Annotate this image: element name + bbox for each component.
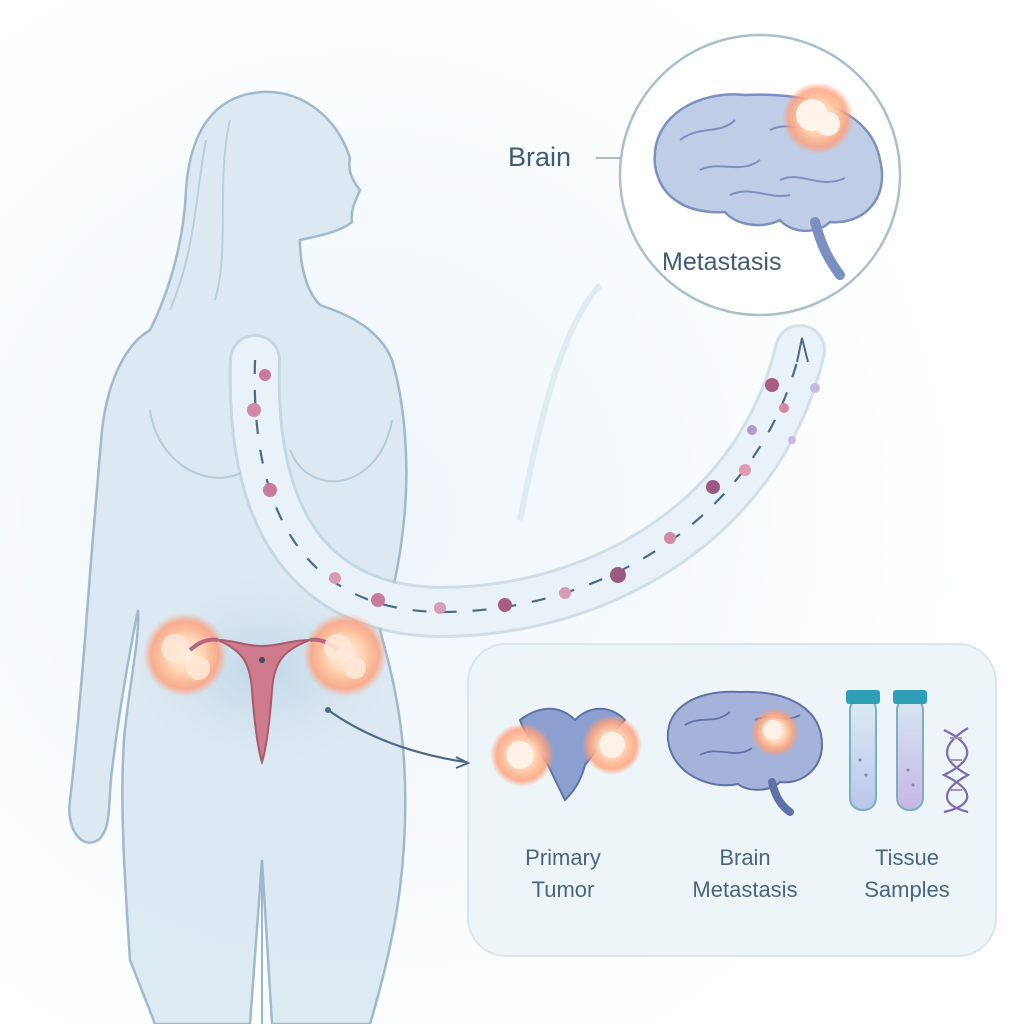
metastasis-label: Metastasis bbox=[662, 248, 782, 276]
caption-brain-metastasis: Brain Metastasis bbox=[660, 842, 830, 906]
dna-icon bbox=[941, 727, 971, 814]
circulating-tumor-cells bbox=[247, 369, 820, 614]
caption-line: Metastasis bbox=[692, 877, 798, 902]
blood-vessel bbox=[228, 324, 826, 639]
caption-primary-tumor: Primary Tumor bbox=[478, 842, 648, 906]
brain-callout bbox=[517, 33, 902, 521]
caption-tissue-samples: Tissue Samples bbox=[822, 842, 992, 906]
caption-line: Samples bbox=[864, 877, 950, 902]
caption-line: Tissue bbox=[875, 845, 939, 870]
brain-metastasis-icon bbox=[666, 690, 824, 816]
brain-label: Brain bbox=[508, 142, 572, 172]
female-body-silhouette bbox=[68, 90, 408, 1024]
caption-line: Brain bbox=[719, 845, 771, 870]
test-tube-icon bbox=[846, 690, 927, 811]
sample-panel bbox=[325, 643, 997, 957]
caption-line: Primary bbox=[525, 845, 601, 870]
caption-line: Tumor bbox=[531, 877, 595, 902]
brain-icon bbox=[653, 82, 884, 280]
primary-tumor-icon bbox=[490, 707, 642, 802]
uterus-ovary-icon bbox=[143, 613, 387, 766]
